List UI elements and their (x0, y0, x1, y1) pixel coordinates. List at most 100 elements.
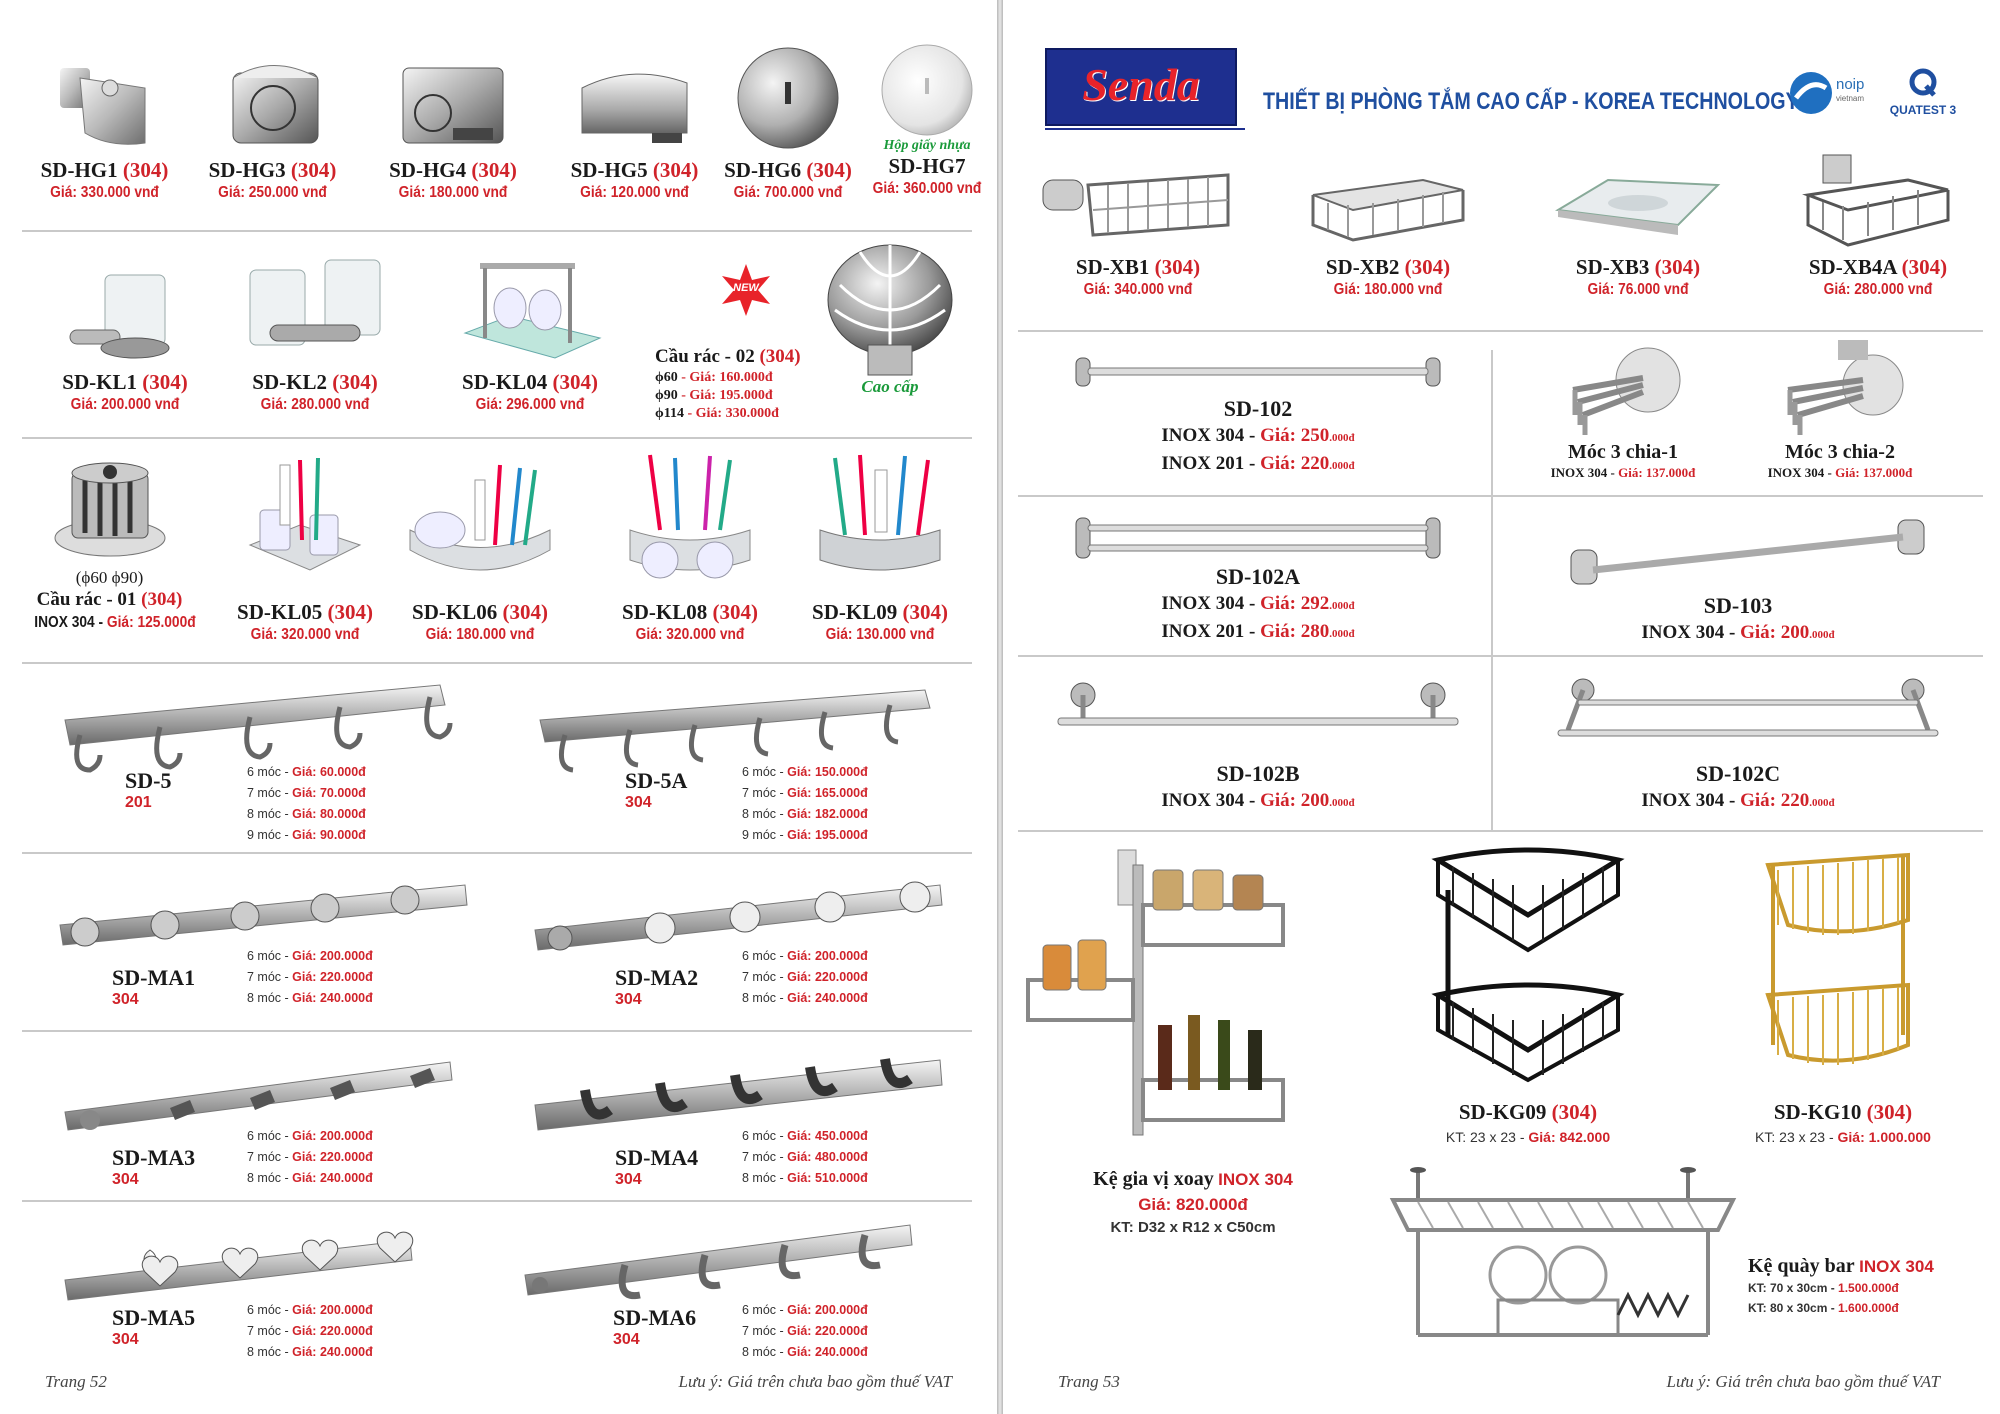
variant-row: ϕ114 - Giá: 330.000đ (655, 406, 779, 421)
soap-basket-image (1038, 155, 1238, 255)
product-cau-rac-02: Cầu rác - 02 (304) ϕ60 - Giá: 160.000đ ϕ… (655, 345, 825, 423)
product-sd-hg5: SD-HG5 (304) Giá: 120.000 vnđ (552, 48, 717, 204)
hook-rail-image (64, 684, 453, 773)
product-sd-xb2: SD-XB2 (304) Giá: 180.000 vnđ (1273, 155, 1503, 301)
product-price: Giá: 700.000 vnđ (733, 184, 843, 201)
section-divider (1018, 330, 1983, 332)
product-price: INOX 304 - Giá: 125.000đ (34, 614, 196, 631)
section-divider (1018, 830, 1983, 832)
product-note: Hộp giấy nhựa (883, 138, 971, 153)
paper-holder-image (218, 48, 328, 158)
page-52: SD-HG1 (304) Giá: 330.000 vnđ SD-HG3 (30… (0, 0, 997, 1414)
product-bar-rack: Kệ quày bar INOX 304 KT: 70 x 30cm - 1.5… (1748, 1255, 1934, 1315)
product-code: SD-KG09 (304) (1458, 1100, 1598, 1124)
product-code: SD-HG6 (304) (724, 158, 852, 182)
product-price: Giá: 340.000 vnđ (1083, 281, 1193, 298)
product-code: SD-KL08 (304) (622, 600, 758, 624)
product-sd-kg09: SD-KG09 (304) KT: 23 x 23 - Giá: 842.000 (1398, 1100, 1658, 1150)
hook-price-list: 6 móc - Giá: 200.000đ 7 móc - Giá: 220.0… (247, 1303, 373, 1359)
product-sd-hg4: SD-HG4 (304) Giá: 180.000 vnđ (368, 48, 538, 204)
product-price: Giá: 296.000 vnđ (475, 396, 585, 413)
new-badge: NEW (718, 262, 774, 322)
double-towel-bar-image (1557, 678, 1939, 737)
paper-holder-image (393, 48, 513, 158)
product-code: SD-XB3 (304) (1575, 255, 1701, 279)
product-price: Giá: 130.000 vnđ (825, 626, 935, 643)
hook-price-list: 6 móc - Giá: 200.000đ 7 móc - Giá: 220.0… (247, 949, 373, 1005)
product-sd-hg3: SD-HG3 (304) Giá: 250.000 vnđ (190, 48, 355, 204)
product-code: SD-XB4A (304) (1808, 255, 1948, 279)
product-price: Giá: 180.000 vnđ (398, 184, 508, 201)
page-number: Trang 52 (45, 1372, 107, 1391)
product-price: Giá: 330.000 vnđ (50, 184, 159, 201)
section-divider (22, 662, 972, 664)
hook-rail-image (539, 689, 931, 773)
section-divider (22, 852, 972, 854)
hook-price-list: 6 móc - Giá: 450.000đ 7 móc - Giá: 480.0… (742, 1129, 868, 1185)
product-sd-xb3: SD-XB3 (304) Giá: 76.000 vnđ (1523, 155, 1753, 301)
product-price: Giá: 180.000 vnđ (425, 626, 535, 643)
section-divider (1018, 655, 1983, 657)
quatest-logo: QUATEST 3 (1878, 68, 1968, 117)
product-price: Giá: 200.000 vnđ (70, 396, 180, 413)
product-code: SD-KG10 (304) (1773, 1100, 1913, 1124)
soap-dish-image (1548, 155, 1728, 255)
hook-price-list: 6 móc - Giá: 200.000đ 7 móc - Giá: 220.0… (247, 1129, 373, 1185)
noip-logo: noip vietnam (1788, 70, 1864, 121)
page-53: Senda THIẾT BỊ PHÒNG TẮM CAO CẤP - KOREA… (1003, 0, 2000, 1414)
product-sd-kg10: SD-KG10 (304) KT: 23 x 23 - Giá: 1.000.0… (1713, 1100, 1973, 1150)
section-divider (1018, 495, 1983, 497)
product-cau-rac-02-image: Cao cấp (815, 240, 965, 397)
product-sd-hg7: Hộp giấy nhựa SD-HG7 Giá: 360.000 vnđ (862, 40, 992, 200)
hook-rail-image (524, 1224, 913, 1300)
product-code: SD-HG3 (304) (208, 158, 337, 182)
senda-logo: Senda (1045, 48, 1237, 126)
product-code: SD-KL1 (304) (62, 370, 188, 394)
product-price: Giá: 280.000 vnđ (260, 396, 370, 413)
product-price: Giá: 360.000 vnđ (872, 180, 982, 197)
spice-rack-image (1026, 849, 1285, 1136)
product-code: SD-KL2 (304) (252, 370, 378, 394)
product-sd-102c: SD-102C INOX 304 - Giá: 220.000đ (1641, 761, 1835, 811)
variant-row: ϕ90 - Giá: 195.000đ (655, 388, 773, 403)
header-underline (1045, 128, 1245, 130)
product-price: Giá: 180.000 vnđ (1333, 281, 1443, 298)
star-burst-icon (722, 264, 770, 316)
product-spice-rack: Kệ gia vị xoay INOX 304 Giá: 820.000đ KT… (1093, 1168, 1293, 1236)
section-divider (22, 1200, 972, 1202)
product-price: Giá: 320.000 vnđ (250, 626, 360, 643)
product-sd-kl1: SD-KL1 (304) Giá: 200.000 vnđ (40, 260, 210, 416)
soap-basket-image (1798, 150, 1958, 255)
paper-holder-image (50, 48, 160, 158)
bar-rack-image (1389, 1167, 1737, 1337)
product-sd-kl09: SD-KL09 (304) Giá: 130.000 vnđ (795, 450, 965, 646)
vat-note: Lưu ý: Giá trên chưa bao gồm thuế VAT (1666, 1372, 1940, 1391)
corner-basket-gold-image (1765, 852, 1910, 1065)
section-divider (22, 437, 972, 439)
product-sd-kl05: SD-KL05 (304) Giá: 320.000 vnđ (220, 450, 390, 646)
toothbrush-holder-image (240, 450, 370, 600)
swivel-hook-image (1572, 347, 1681, 435)
corner-basket-black-image (1431, 847, 1625, 1083)
product-sd-kl2: SD-KL2 (304) Giá: 280.000 vnđ (225, 255, 405, 416)
product-code: SD-HG5 (304) (570, 158, 699, 182)
product-sd-kl06: SD-KL06 (304) Giá: 180.000 vnđ (395, 460, 565, 646)
catalog-headline: THIẾT BỊ PHÒNG TẮM CAO CẤP - KOREA TECHN… (1263, 88, 1799, 115)
product-code: SD-KL06 (304) (412, 600, 548, 624)
product-sd-hg6: SD-HG6 (304) Giá: 700.000 vnđ (718, 40, 858, 204)
product-code: SD-XB2 (304) (1325, 255, 1451, 279)
book-spine (997, 0, 1003, 1414)
hook-rail-image (64, 1231, 414, 1301)
cup-holder-image (240, 255, 390, 370)
product-sd-102b: SD-102B INOX 304 - Giá: 200.000đ (1161, 761, 1355, 811)
towel-bar-image (1075, 357, 1441, 387)
column-divider (1491, 350, 1493, 830)
product-sd-xb4a: SD-XB4A (304) Giá: 280.000 vnđ (1763, 150, 1993, 301)
paper-holder-image (875, 40, 980, 138)
quatest-q-icon (1909, 68, 1937, 97)
